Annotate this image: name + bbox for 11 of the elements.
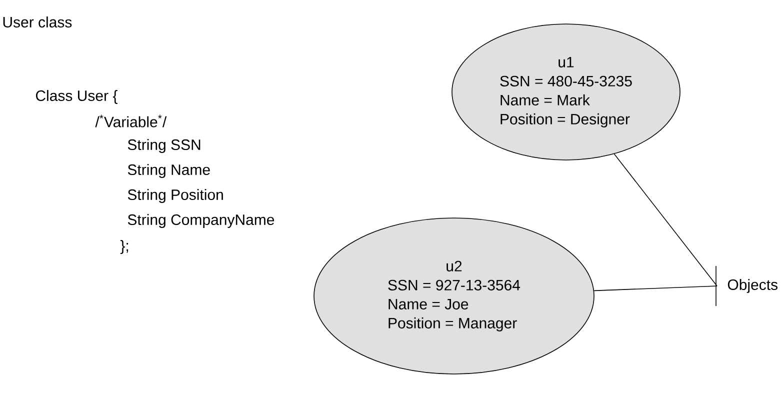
bracket-label: Objects [716,266,778,306]
code-line: String Position [128,189,223,203]
code-line: String CompanyName [128,214,274,228]
code-line: Class User { [36,90,118,104]
heading: User class [3,16,72,28]
connector-line [594,286,718,292]
code-line: }; [120,240,128,254]
code-line: String Name [128,164,210,178]
connector-line [614,154,718,286]
code-line: String SSN [128,139,200,153]
code-line: /$^{*}$Variable$^{*}$/ [95,114,167,128]
